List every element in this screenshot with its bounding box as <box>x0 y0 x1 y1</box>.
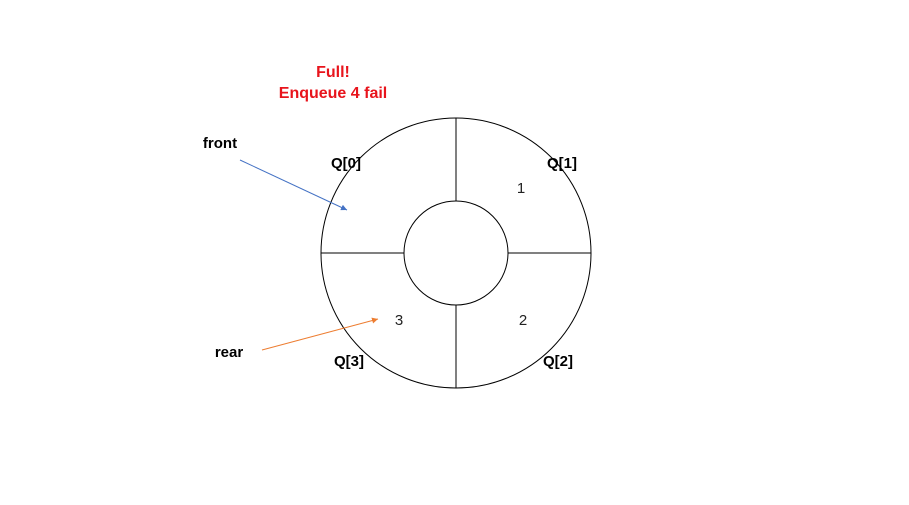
rear-pointer-arrow <box>261 317 379 351</box>
slot-label-q1: Q[1] <box>547 155 577 172</box>
front-pointer-arrow <box>239 159 348 211</box>
front-pointer-label: front <box>203 135 237 152</box>
enqueue-fail-message: Enqueue 4 fail <box>279 85 387 102</box>
slot-value-q2: 2 <box>519 312 527 329</box>
queue-inner-ring <box>403 200 509 306</box>
rear-pointer-label: rear <box>215 344 244 361</box>
full-message: Full! <box>316 64 350 81</box>
slot-label-q3: Q[3] <box>334 353 364 370</box>
slot-label-q2: Q[2] <box>543 353 573 370</box>
slot-value-q3: 3 <box>395 312 403 329</box>
slot-value-q1: 1 <box>517 180 525 197</box>
slot-label-q0: Q[0] <box>331 155 361 172</box>
